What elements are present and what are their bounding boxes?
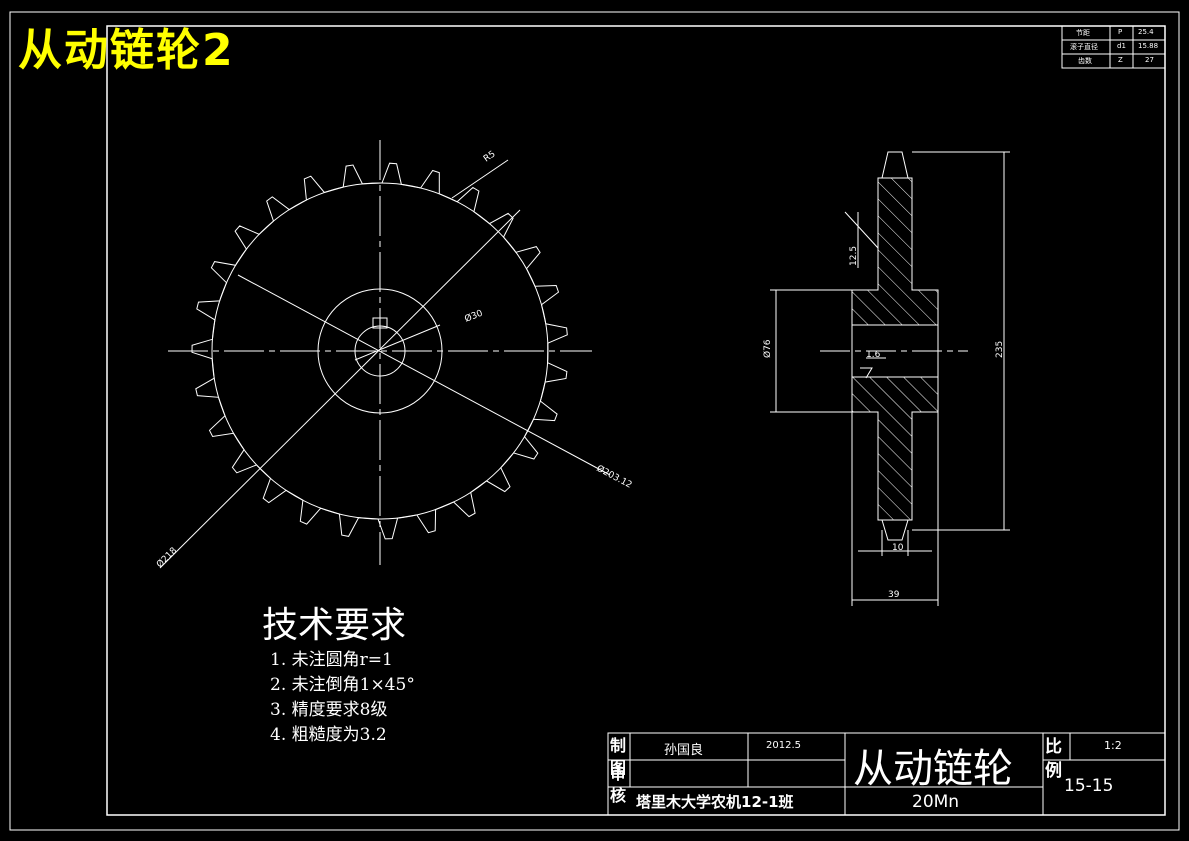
draw-date: 2012.5: [766, 740, 801, 751]
dim-outer-label: Ø203.12: [595, 463, 634, 491]
dim-125-label: 12.5: [849, 246, 859, 266]
label-check: 审核: [610, 764, 627, 805]
tooth-tip-lower: [881, 519, 909, 541]
gear-tooth-profile: [191, 162, 568, 540]
param-value-3: 27: [1145, 56, 1154, 64]
dim-bore-label: Ø30: [463, 308, 485, 325]
rim-lower: [851, 376, 939, 521]
rim-upper: [851, 177, 939, 326]
dim-line-bore: [354, 324, 441, 361]
dim-r5-label: R5: [482, 149, 498, 164]
gear-side-view: [851, 177, 939, 521]
dim-root-label: Ø218: [154, 545, 179, 570]
param-symbol-3: Z: [1118, 56, 1123, 64]
tooth-tip-upper: [881, 151, 909, 179]
gear-root-circle: [211, 182, 549, 520]
dim-line-diag2: [159, 209, 521, 569]
dim-76-label: Ø76: [762, 339, 773, 358]
drawing-number: 15-15: [1064, 776, 1114, 796]
param-symbol-1: P: [1118, 28, 1123, 36]
drafter-name: 孙国良: [664, 743, 704, 758]
dim-line-diag1: [237, 274, 611, 476]
param-symbol-2: d1: [1117, 42, 1126, 50]
param-value-2: 15.88: [1138, 42, 1159, 50]
scale-label: 比例: [1045, 737, 1062, 781]
param-name-3: 齿数: [1078, 57, 1092, 65]
side-view-details: [770, 151, 1010, 606]
part-name: 从动链轮: [853, 746, 1013, 792]
tech-req-item: 3. 精度要求8级: [270, 700, 388, 720]
dim-10-label: 10: [892, 543, 904, 553]
param-name-1: 节距: [1076, 29, 1090, 37]
drawing-title: 从动链轮2: [18, 25, 235, 76]
tech-requirements-list: 1. 未注圆角r=1 2. 未注倒角1×45° 3. 精度要求8级 4. 粗糙度…: [270, 648, 415, 748]
inner-border: [106, 25, 1166, 816]
label-draw: 制图: [610, 736, 627, 777]
scale-value: 1:2: [1104, 739, 1122, 752]
tech-requirements-title: 技术要求: [262, 605, 407, 646]
dim-16-label: 1.6: [866, 350, 881, 360]
outer-border: [9, 11, 1180, 831]
material: 20Mn: [912, 792, 960, 812]
dim-line-r5: [451, 159, 509, 199]
tech-req-item: 1. 未注圆角r=1: [270, 650, 393, 670]
gear-front-view: [159, 140, 611, 569]
dim-235-label: 235: [995, 341, 1005, 358]
param-value-1: 25.4: [1138, 28, 1154, 36]
tech-req-item: 2. 未注倒角1×45°: [270, 675, 415, 695]
school-class: 塔里木大学农机12-1班: [636, 793, 794, 811]
tech-req-item: 4. 粗糙度为3.2: [270, 725, 387, 745]
param-table-grid: [1061, 25, 1166, 69]
dim-39-label: 39: [888, 590, 900, 600]
title-block-grid: [607, 732, 1166, 816]
param-name-2: 滚子直径: [1070, 43, 1098, 51]
